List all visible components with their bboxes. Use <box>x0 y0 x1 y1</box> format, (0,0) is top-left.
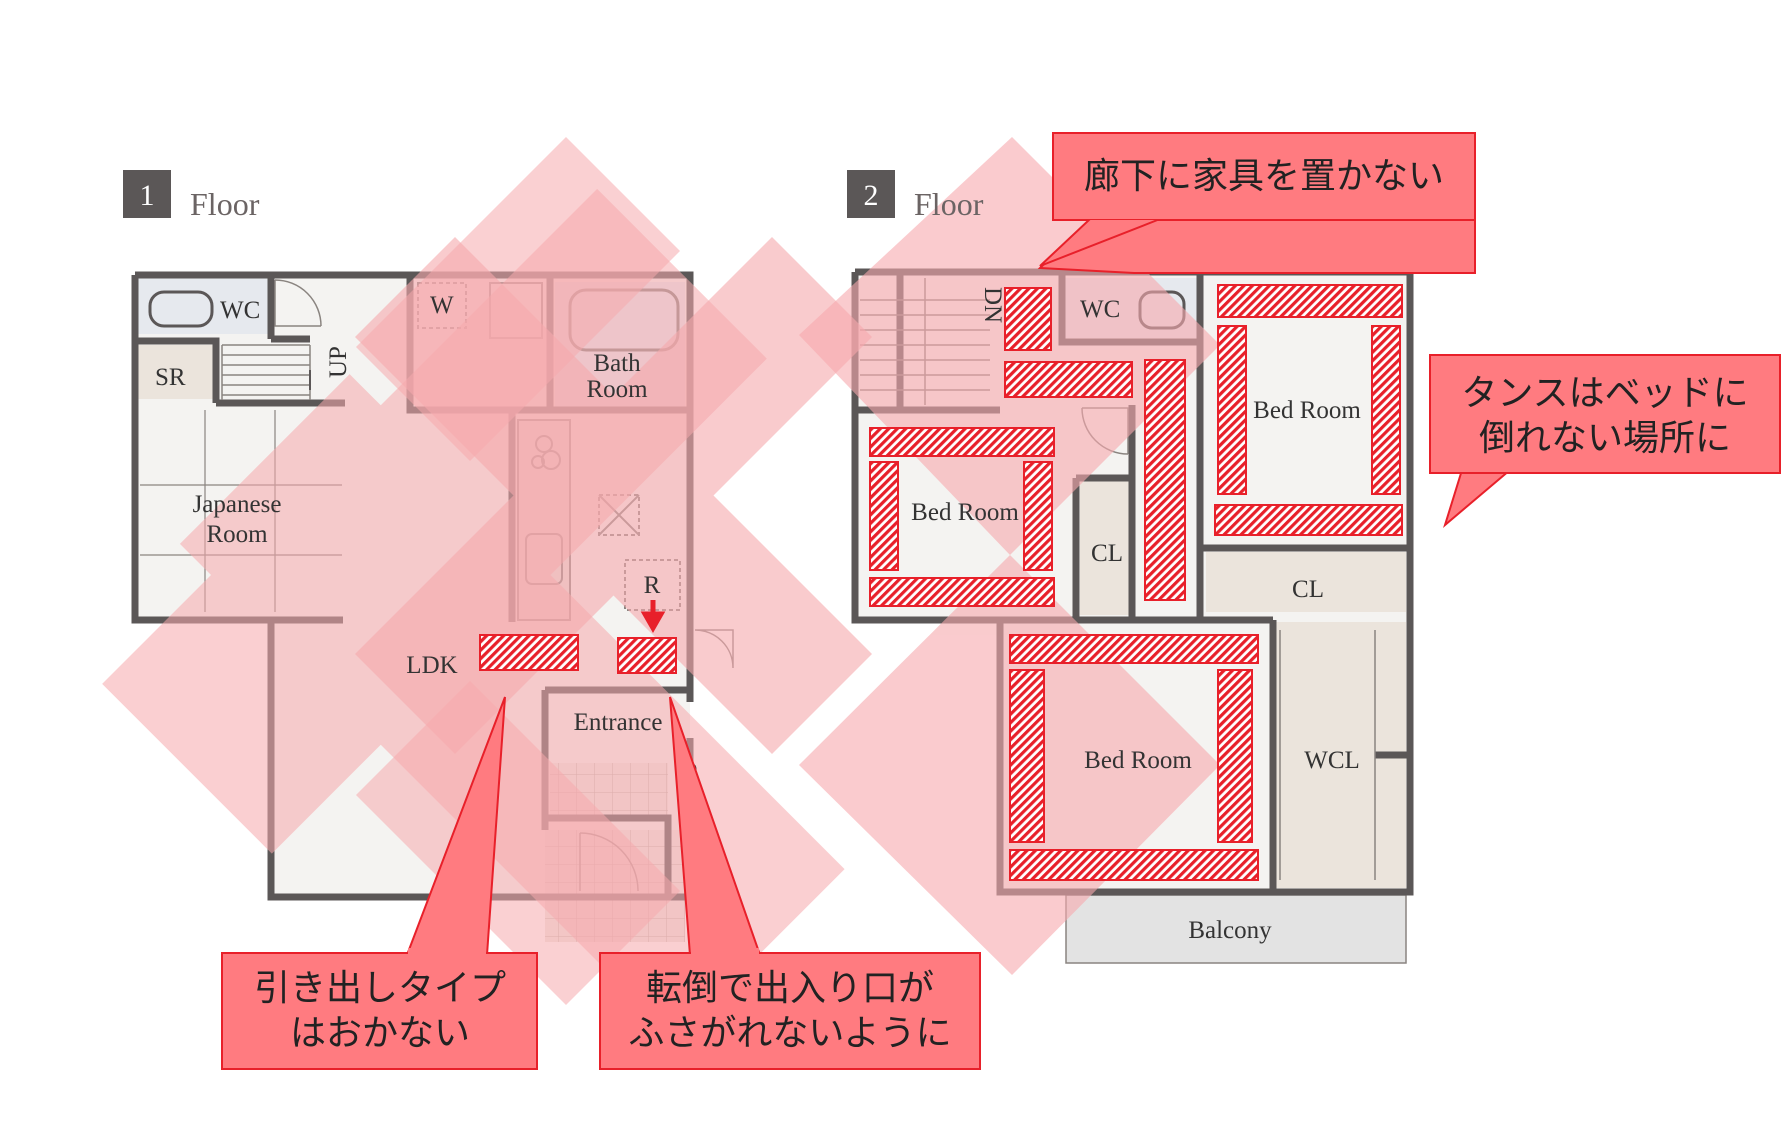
bed-room-left-label: Bed Room <box>911 499 1019 526</box>
bed-room-right-label: Bed Room <box>1253 397 1361 424</box>
balcony-label: Balcony <box>1188 917 1272 944</box>
furniture-floor-2 <box>869 284 1403 881</box>
bath-label-line-1: Bath <box>593 350 641 377</box>
wcl-label: WCL <box>1304 747 1360 774</box>
furniture-floor-1 <box>479 634 677 674</box>
bed-room-bottom-label: Bed Room <box>1084 747 1192 774</box>
cl-right-label: CL <box>1292 576 1324 603</box>
floor-2-number: 2 <box>864 179 879 212</box>
furniture-stair-top <box>1004 287 1052 351</box>
furniture-corridor-vertical <box>1144 359 1186 601</box>
furniture-ldk-left <box>479 634 579 671</box>
furniture-bed-bottom-top <box>1009 634 1259 664</box>
callout-drawer: 引き出しタイプ はおかない <box>221 696 538 1070</box>
callout-drawer-line-1: 引き出しタイプ <box>254 968 506 1009</box>
sr-label: SR <box>155 364 186 391</box>
japanese-room-label-line-2: Room <box>206 521 268 548</box>
furniture-bed-bottom-bottom <box>1009 849 1259 881</box>
cross-left-tall <box>356 137 680 1005</box>
floor-1-label: Floor <box>190 186 260 222</box>
floor-2-number-badge <box>847 170 895 218</box>
floor-1-number-badge <box>123 170 171 218</box>
furniture-bed-left-left <box>869 461 899 571</box>
furniture-bed-bottom-right <box>1217 669 1253 843</box>
callout-corridor: 廊下に家具を置かない <box>1037 132 1476 274</box>
callout-tansu: タンスはベッドに 倒れない場所に <box>1429 354 1781 528</box>
furniture-bed-left-right <box>1023 461 1053 571</box>
callout-tipping: 転倒で出入り口が ふさがれないように <box>599 696 981 1070</box>
floor-2-room-labels: DN WC Bed Room Bed Room Bed Room CL CL W… <box>911 287 1361 944</box>
furniture-bed-right-right <box>1371 325 1401 495</box>
callout-drawer-line-2: はおかない <box>290 1013 470 1054</box>
dn-label: DN <box>979 287 1006 323</box>
prohibition-cross-left <box>102 188 845 1039</box>
arrow-down-icon <box>640 600 666 634</box>
furniture-bed-left-bottom <box>869 577 1055 607</box>
callout-tansu-line-2: 倒れない場所に <box>1479 418 1731 459</box>
w-label: W <box>430 292 454 319</box>
floor-1-room-labels: WC SR UP W Bath Room Japanese Room LDK R… <box>155 292 701 808</box>
sr-fill <box>138 345 216 399</box>
furniture-bed-bottom-left <box>1009 669 1045 843</box>
callout-corridor-text: 廊下に家具を置かない <box>1084 156 1444 197</box>
furniture-bed-right-left <box>1217 325 1247 495</box>
wc2-label: WC <box>1080 296 1120 323</box>
cl-small-fill <box>1080 480 1130 615</box>
bath-label-line-2: Room <box>586 376 648 403</box>
up-label: UP <box>325 346 352 378</box>
furniture-bed-right-top <box>1217 284 1403 318</box>
balcony-fill <box>1065 894 1407 964</box>
stairs-floor-1 <box>221 344 311 400</box>
wc-label: WC <box>220 297 260 324</box>
toilet-icon <box>148 290 214 328</box>
callout-tipping-line-1: 転倒で出入り口が <box>646 968 934 1009</box>
cl-right-fill <box>1206 552 1406 612</box>
furniture-ldk-right <box>617 637 677 674</box>
entrance-label: Entrance <box>574 709 663 736</box>
callout-tipping-line-2: ふさがれないように <box>628 1013 951 1054</box>
japanese-room-label-line-1: Japanese <box>193 491 282 518</box>
ldk-label: LDK <box>406 652 457 679</box>
floor-2-label: Floor <box>914 186 984 222</box>
furniture-corridor <box>1004 361 1133 398</box>
cl-small-label: CL <box>1091 540 1123 567</box>
callout-tansu-line-1: タンスはベッドに <box>1461 373 1748 414</box>
floor-1-number: 1 <box>140 179 155 212</box>
furniture-bed-left-top <box>869 427 1055 457</box>
r-label: R <box>644 572 661 599</box>
furniture-bed-right-bottom <box>1214 504 1403 536</box>
